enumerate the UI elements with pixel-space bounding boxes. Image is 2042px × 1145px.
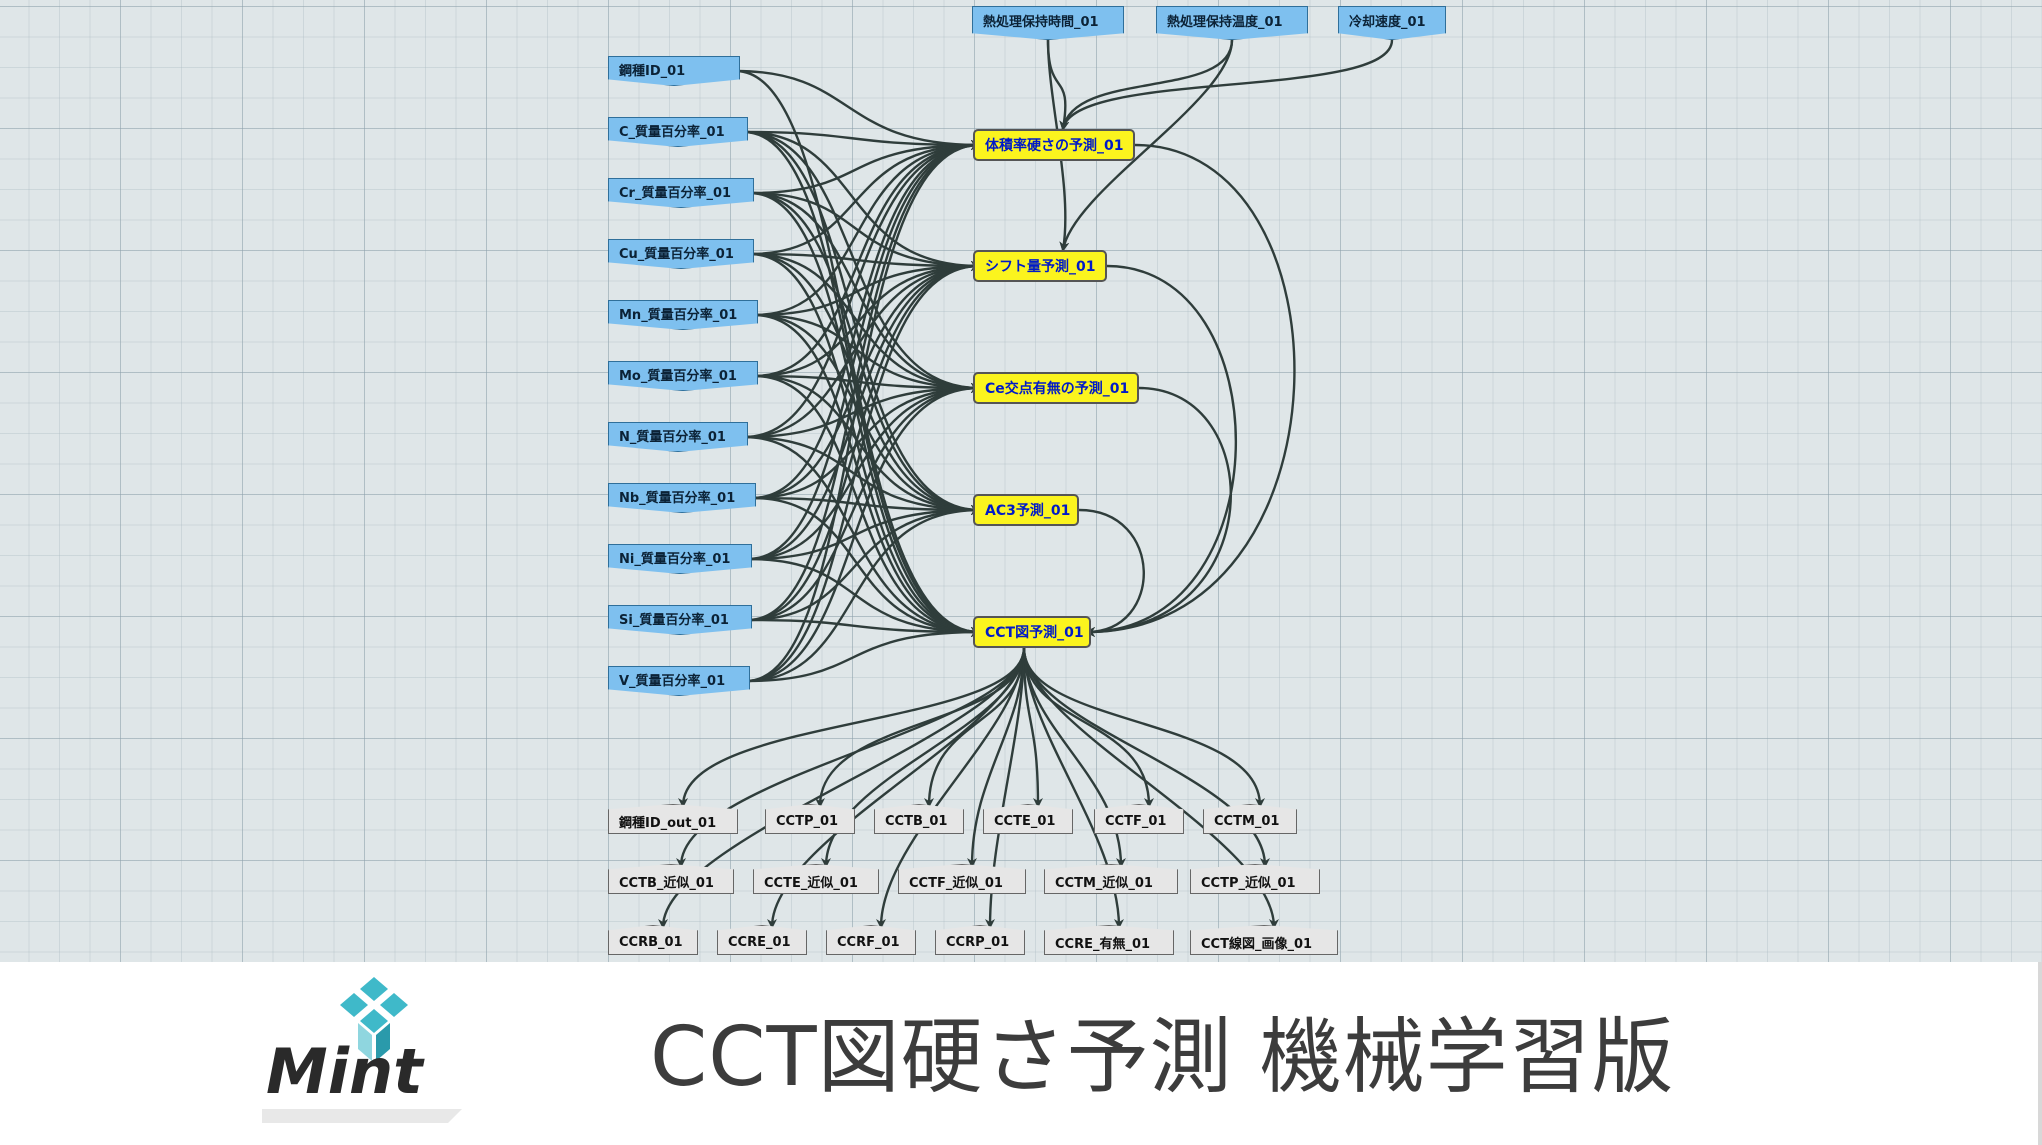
output-node-cctf[interactable]: CCTF_01 xyxy=(1094,804,1184,834)
edge-in4-to-p4 xyxy=(753,313,981,637)
output-node-cctf-approx[interactable]: CCTF_近似_01 xyxy=(898,864,1026,894)
page-title: CCT図硬さ予測 機械学習版 xyxy=(650,1010,1675,1105)
edge-in8-to-p0 xyxy=(747,140,981,561)
edge-in9-to-p2 xyxy=(747,383,981,622)
output-node-ccre-presence[interactable]: CCRE_有無_01 xyxy=(1044,925,1174,955)
param-node-cooling-rate[interactable]: 冷却速度_01 xyxy=(1338,6,1446,40)
logo-reflection xyxy=(262,1109,462,1123)
edge-in10-to-p1 xyxy=(745,261,981,683)
param-node-hold-temp[interactable]: 熱処理保持温度_01 xyxy=(1156,6,1308,40)
edge-layer xyxy=(658,39,1394,929)
edge-in1-to-p3 xyxy=(743,130,981,515)
edge-p4-to-o4 xyxy=(1022,647,1154,808)
edge-in1-to-p0 xyxy=(743,130,981,150)
input-node-cr[interactable]: Cr_質量百分率_01 xyxy=(608,178,754,208)
mint-logo: Mint xyxy=(262,977,462,1123)
process-node-cct[interactable]: CCT図予測_01 xyxy=(973,616,1091,648)
edge-pr2-to-p0 xyxy=(1059,39,1394,131)
edge-in7-to-p1 xyxy=(751,261,981,500)
edge-in9-to-p3 xyxy=(747,505,981,622)
edge-in7-to-p0 xyxy=(751,140,981,500)
edge-in4-to-p3 xyxy=(753,313,981,515)
edge-in6-to-p0 xyxy=(743,140,981,439)
input-node-c[interactable]: C_質量百分率_01 xyxy=(608,117,748,147)
input-node-si[interactable]: Si_質量百分率_01 xyxy=(608,605,752,635)
edge-p1-to-p4 xyxy=(1085,264,1237,637)
edge-in10-to-p0 xyxy=(745,140,981,683)
edge-in10-to-p4 xyxy=(745,627,981,683)
process-node-shift[interactable]: シフト量予測_01 xyxy=(973,250,1107,282)
output-node-ccte-approx[interactable]: CCTE_近似_01 xyxy=(753,864,879,894)
edge-p4-to-o13 xyxy=(876,647,1026,929)
output-node-ccrf[interactable]: CCRF_01 xyxy=(826,925,916,955)
edge-in9-to-p4 xyxy=(747,618,981,637)
edge-in4-to-p2 xyxy=(753,313,981,393)
process-node-ce-intersection[interactable]: Ce交点有無の予測_01 xyxy=(973,372,1139,404)
edge-p4-to-o3 xyxy=(1022,647,1043,808)
input-node-n[interactable]: N_質量百分率_01 xyxy=(608,422,748,452)
output-node-cctb-approx[interactable]: CCTB_近似_01 xyxy=(608,864,734,894)
logo-wordmark: Mint xyxy=(266,1035,425,1108)
workflow-canvas[interactable]: 鋼種ID_01 C_質量百分率_01 Cr_質量百分率_01 Cu_質量百分率_… xyxy=(0,0,2042,962)
input-node-v[interactable]: V_質量百分率_01 xyxy=(608,666,750,696)
output-node-cctp-approx[interactable]: CCTP_近似_01 xyxy=(1190,864,1320,894)
edge-in10-to-p2 xyxy=(745,383,981,683)
output-node-cctp[interactable]: CCTP_01 xyxy=(765,804,855,834)
edge-in5-to-p0 xyxy=(753,140,981,378)
output-node-steel-id-out[interactable]: 鋼種ID_out_01 xyxy=(608,804,738,834)
edge-p4-to-o1 xyxy=(815,647,1026,808)
output-node-cctm[interactable]: CCTM_01 xyxy=(1203,804,1297,834)
input-node-mo[interactable]: Mo_質量百分率_01 xyxy=(608,361,758,391)
process-node-ac3[interactable]: AC3予測_01 xyxy=(973,494,1079,526)
input-node-steel-id[interactable]: 鋼種ID_01 xyxy=(608,56,740,86)
edge-in0-to-p0 xyxy=(735,69,981,150)
edge-p4-to-o0 xyxy=(678,647,1026,808)
edge-in4-to-p1 xyxy=(753,261,981,317)
param-node-hold-time[interactable]: 熱処理保持時間_01 xyxy=(972,6,1124,40)
input-node-nb[interactable]: Nb_質量百分率_01 xyxy=(608,483,756,513)
edge-in2-to-p0 xyxy=(749,140,981,195)
edge-in1-to-p1 xyxy=(743,130,981,271)
edge-in7-to-p4 xyxy=(751,496,981,637)
edge-in3-to-p1 xyxy=(749,252,981,271)
edge-in10-to-p3 xyxy=(745,505,981,683)
edge-in9-to-p1 xyxy=(747,261,981,622)
edge-in4-to-p0 xyxy=(753,140,981,317)
edge-p3-to-p4 xyxy=(1078,508,1145,637)
output-node-ccrp[interactable]: CCRP_01 xyxy=(935,925,1025,955)
edge-p4-to-o5 xyxy=(1022,647,1265,808)
logo-cube-mark xyxy=(340,977,408,1061)
edge-in9-to-p0 xyxy=(747,140,981,622)
input-node-ni[interactable]: Ni_質量百分率_01 xyxy=(608,544,752,574)
footer-edge xyxy=(2038,962,2042,1145)
edge-in6-to-p1 xyxy=(743,261,981,439)
edge-in7-to-p2 xyxy=(751,383,981,500)
edge-pr1-to-p0 xyxy=(1059,39,1234,131)
process-node-volume-hardness[interactable]: 体積率硬さの予測_01 xyxy=(973,129,1135,161)
edge-p0-to-p4 xyxy=(1085,143,1296,637)
edge-in3-to-p0 xyxy=(749,140,981,256)
input-node-cu[interactable]: Cu_質量百分率_01 xyxy=(608,239,754,269)
output-node-cctb[interactable]: CCTB_01 xyxy=(874,804,964,834)
edge-in2-to-p1 xyxy=(749,191,981,271)
edge-in2-to-p3 xyxy=(749,191,981,515)
output-node-ccre[interactable]: CCRE_01 xyxy=(717,925,807,955)
input-node-mn[interactable]: Mn_質量百分率_01 xyxy=(608,300,758,330)
output-node-ccrb[interactable]: CCRB_01 xyxy=(608,925,698,955)
output-node-ccte[interactable]: CCTE_01 xyxy=(983,804,1073,834)
output-node-cctm-approx[interactable]: CCTM_近似_01 xyxy=(1044,864,1178,894)
output-node-cct-image[interactable]: CCT線図_画像_01 xyxy=(1190,925,1338,955)
edge-p2-to-p4 xyxy=(1085,386,1233,637)
edge-in7-to-p3 xyxy=(751,496,981,515)
